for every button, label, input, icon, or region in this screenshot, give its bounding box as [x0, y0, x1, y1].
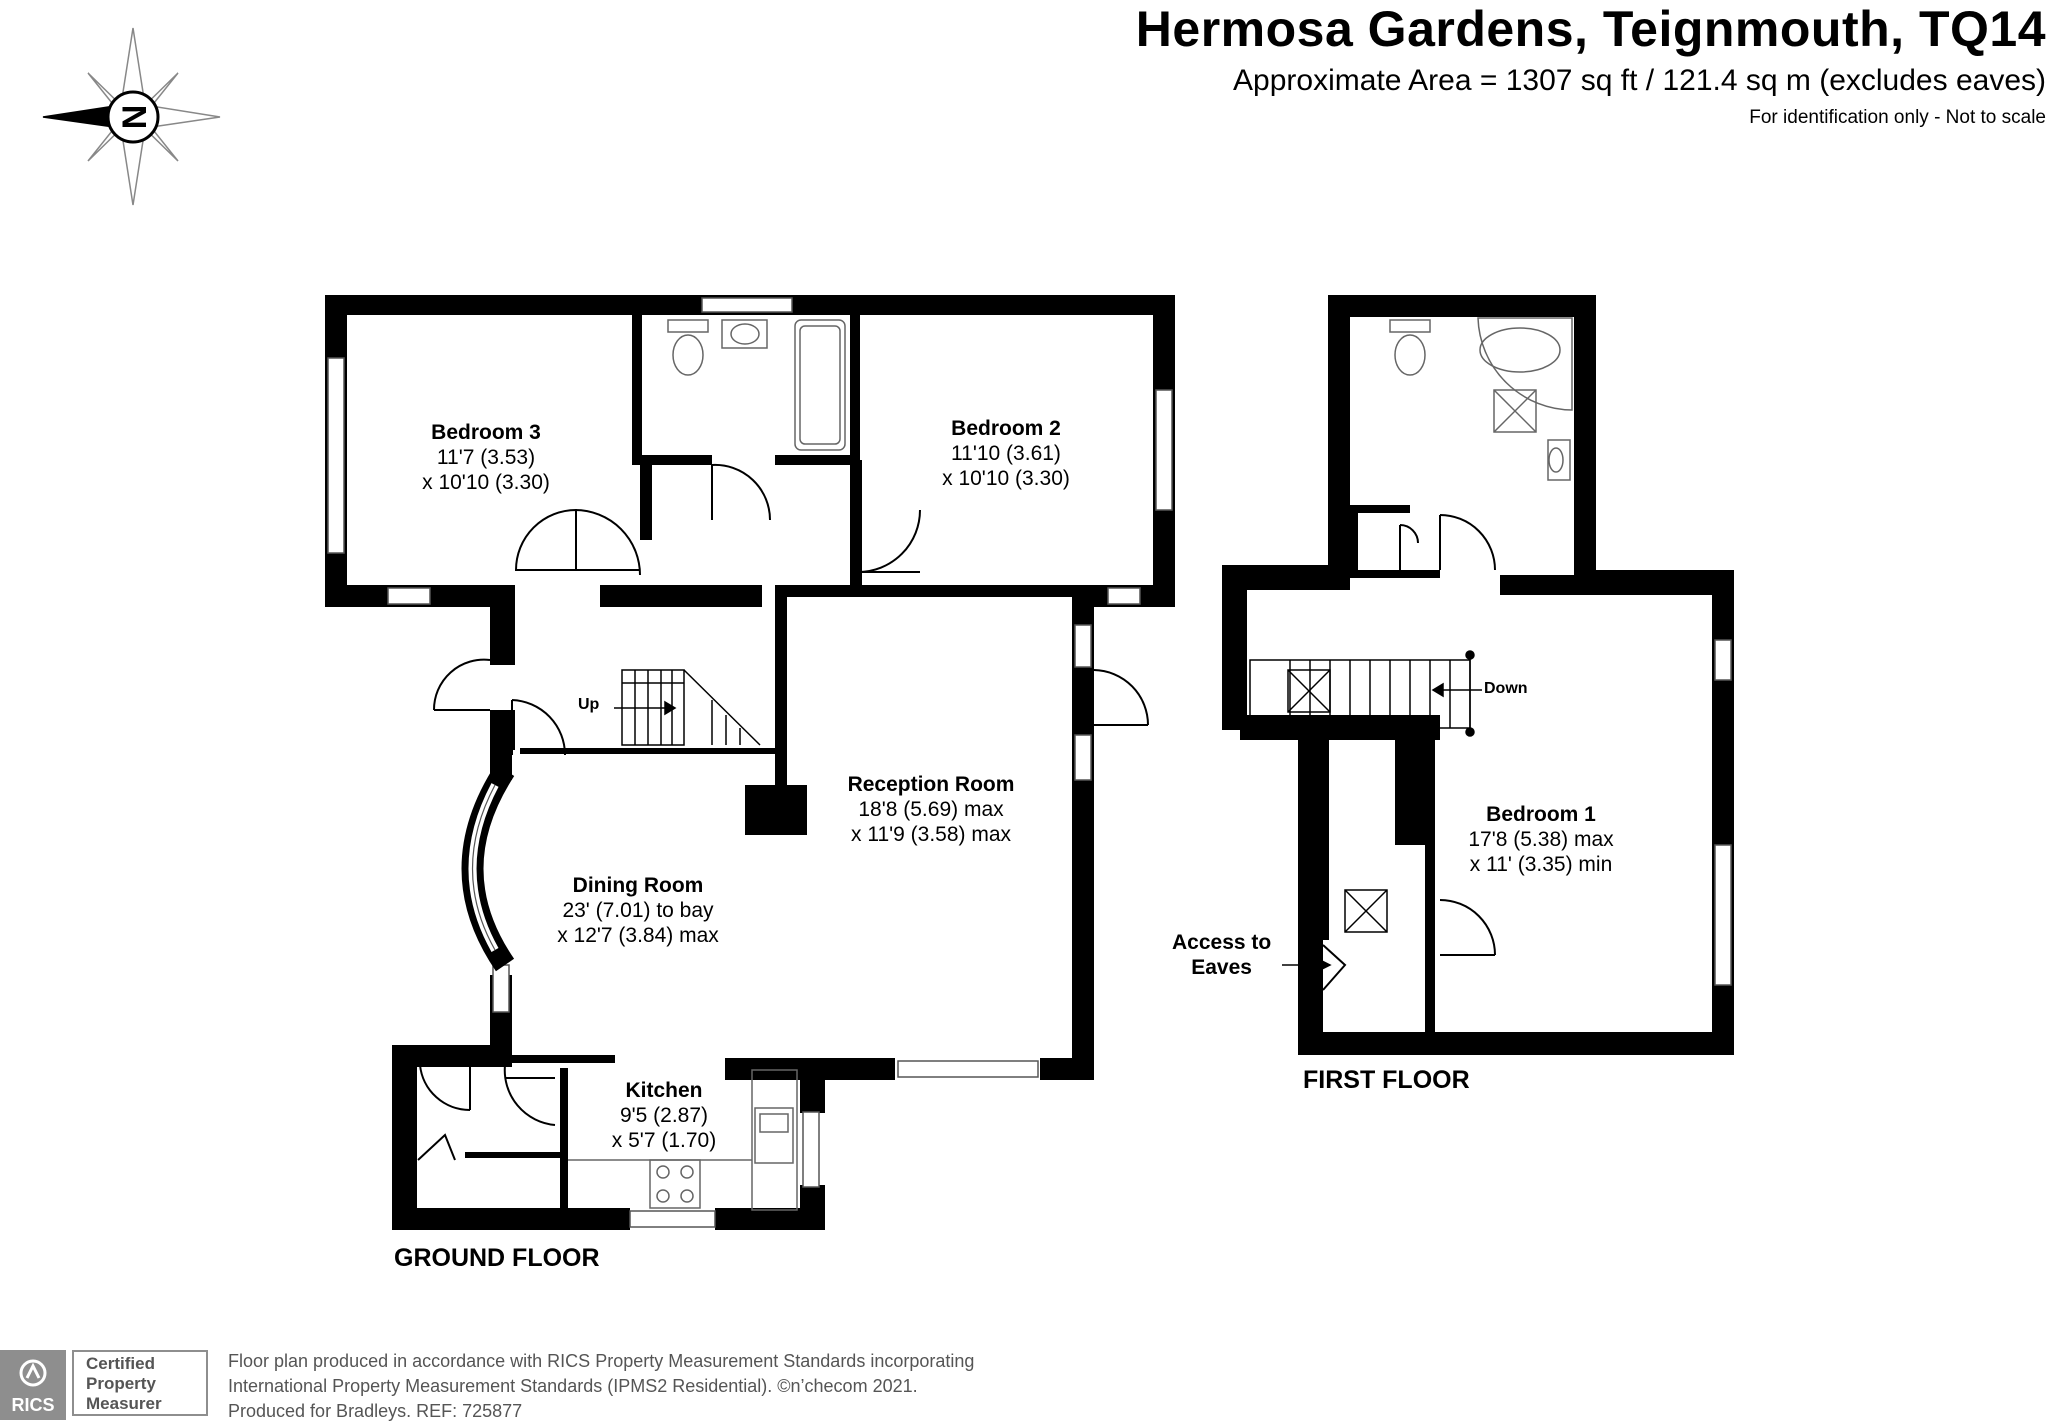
- room-dining: Dining Room 23' (7.01) to bay x 12'7 (3.…: [557, 873, 719, 948]
- ground-floor-label: GROUND FLOOR: [394, 1244, 600, 1272]
- footer-notes: Floor plan produced in accordance with R…: [228, 1349, 974, 1424]
- stairs-up-label: Up: [578, 696, 600, 713]
- room-name: Bedroom 1: [1486, 803, 1596, 826]
- ensuite-fixtures: [1389, 317, 1573, 481]
- ground-floor-doors: [417, 463, 1149, 1161]
- room-bedroom-3: Bedroom 3 11'7 (3.53) x 10'10 (3.30): [422, 420, 550, 495]
- certified-line3: Measurer: [86, 1394, 162, 1413]
- scale-note: For identification only - Not to scale: [1749, 107, 2046, 128]
- room-name: Reception Room: [847, 773, 1015, 796]
- room-bedroom-2: Bedroom 2 11'10 (3.61) x 10'10 (3.30): [942, 416, 1070, 491]
- certified-box: Certified Property Measurer: [72, 1350, 208, 1416]
- room-bedroom-1: Bedroom 1 17'8 (5.38) max x 11' (3.35) m…: [1468, 802, 1613, 877]
- kitchen-fixtures: [568, 1069, 798, 1211]
- approximate-area: Approximate Area = 1307 sq ft / 121.4 sq…: [1233, 64, 2046, 97]
- eaves-access-label: Access to Eaves: [1172, 930, 1271, 980]
- room-dim-2: x 10'10 (3.30): [422, 471, 550, 494]
- room-name: Kitchen: [625, 1079, 703, 1102]
- ground-floor-windows: [327, 297, 1173, 1228]
- eaves-label-line2: Eaves: [1191, 956, 1252, 979]
- room-name: Bedroom 2: [951, 417, 1061, 440]
- rics-logo-text: RICS: [11, 1395, 55, 1415]
- first-floor-walls: [1222, 295, 1734, 1055]
- stairs-down-label: Down: [1484, 680, 1528, 697]
- footer-line1: Floor plan produced in accordance with R…: [228, 1351, 975, 1371]
- rics-logo: RICS: [0, 1350, 66, 1420]
- first-floor-label: FIRST FLOOR: [1303, 1066, 1470, 1094]
- room-dim-1: 11'10 (3.61): [951, 442, 1061, 465]
- room-dim-2: x 12'7 (3.84) max: [557, 924, 719, 947]
- rics-crest-icon: [19, 1359, 47, 1387]
- footer-line2: International Property Measurement Stand…: [228, 1376, 918, 1396]
- rics-badge: RICS Certified Property Measurer: [0, 1350, 212, 1420]
- certified-line2: Property: [86, 1374, 156, 1393]
- room-dim-2: x 5'7 (1.70): [611, 1129, 717, 1152]
- room-name: Dining Room: [572, 874, 704, 897]
- room-name: Bedroom 3: [431, 421, 541, 444]
- bay-window: [461, 764, 515, 972]
- room-dim-2: x 11' (3.35) min: [1469, 853, 1613, 876]
- certified-line1: Certified: [86, 1354, 155, 1373]
- first-floor-windows: [1714, 639, 1732, 986]
- plan-title: Hermosa Gardens, Teignmouth, TQ14: [1135, 1, 2046, 57]
- bathroom-fixtures: [667, 319, 846, 451]
- room-dim-1: 17'8 (5.38) max: [1468, 828, 1614, 851]
- room-reception: Reception Room 18'8 (5.69) max x 11'9 (3…: [848, 772, 1015, 847]
- first-floor-doors: [1322, 514, 1496, 991]
- footer-line3: Produced for Bradleys. REF: 725877: [228, 1401, 523, 1421]
- room-dim-1: 18'8 (5.69) max: [858, 798, 1004, 821]
- room-dim-1: 23' (7.01) to bay: [562, 899, 714, 922]
- room-dim-2: x 11'9 (3.58) max: [850, 823, 1012, 846]
- room-kitchen: Kitchen 9'5 (2.87) x 5'7 (1.70): [612, 1078, 716, 1153]
- first-floor-stairs: [1249, 650, 1482, 973]
- room-dim-2: x 10'10 (3.30): [942, 467, 1070, 490]
- ground-floor-stairs: [614, 669, 761, 746]
- eaves-label-line1: Access to: [1172, 931, 1272, 954]
- compass-letter: N: [116, 105, 154, 130]
- room-dim-1: 9'5 (2.87): [619, 1104, 709, 1127]
- compass-icon: [42, 27, 221, 206]
- room-dim-1: 11'7 (3.53): [436, 446, 536, 469]
